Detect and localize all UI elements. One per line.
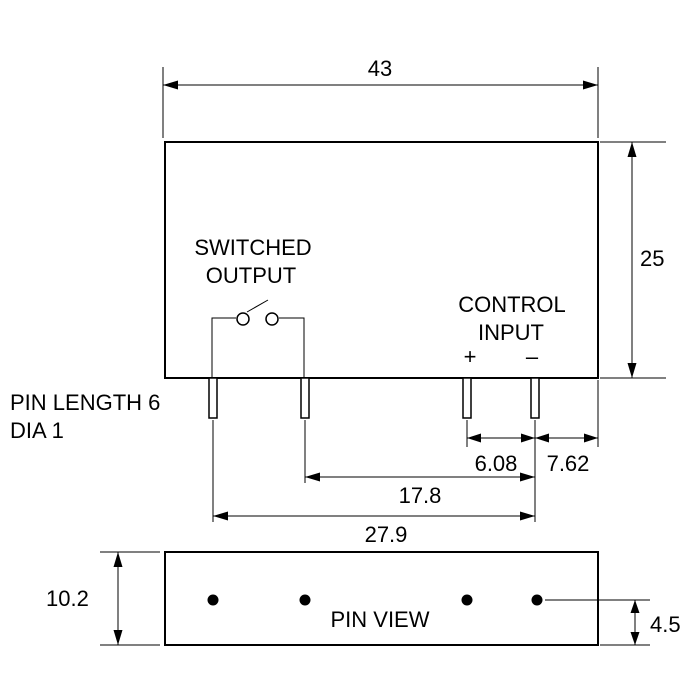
dimension-output-to-control: 17.8 bbox=[305, 472, 535, 508]
pin-view-outline bbox=[164, 551, 599, 646]
label-minus: – bbox=[526, 344, 539, 369]
dimension-pin-span: 27.9 bbox=[213, 511, 535, 547]
switch-contact-right bbox=[265, 312, 279, 326]
switch-contact-left bbox=[236, 312, 250, 326]
dimension-label-pin-row: 4.5 bbox=[650, 612, 681, 637]
label-plus: + bbox=[464, 344, 477, 369]
label-pin-view: PIN VIEW bbox=[330, 607, 429, 632]
dimension-pin-row-offset: 4.5 bbox=[545, 599, 681, 646]
dimension-edge-to-pin: 7.62 bbox=[535, 433, 598, 476]
pin-output-1 bbox=[208, 377, 218, 419]
arrowhead bbox=[113, 630, 123, 645]
pin-hole-4 bbox=[531, 594, 543, 606]
arrowhead bbox=[627, 363, 637, 378]
dimension-depth: 10.2 bbox=[46, 551, 160, 646]
dimension-label-width: 43 bbox=[368, 56, 392, 81]
arrowhead bbox=[584, 433, 598, 443]
label-input: INPUT bbox=[478, 320, 544, 345]
note-pin-length: PIN LENGTH 6 bbox=[10, 390, 160, 415]
arrowhead bbox=[467, 433, 481, 443]
arrowhead bbox=[521, 433, 535, 443]
dimension-label-depth: 10.2 bbox=[46, 586, 89, 611]
control-input-label: CONTROL INPUT + – bbox=[458, 292, 566, 369]
pin-output-2 bbox=[300, 377, 310, 419]
arrowhead bbox=[627, 142, 637, 157]
label-control: CONTROL bbox=[458, 292, 566, 317]
arrowhead bbox=[113, 552, 123, 567]
label-switched: SWITCHED bbox=[194, 235, 311, 260]
dimension-label-pitch: 6.08 bbox=[475, 451, 518, 476]
dimension-width: 43 bbox=[162, 56, 599, 138]
dimension-label-height: 25 bbox=[640, 246, 664, 271]
arrowhead bbox=[163, 80, 178, 90]
arrowhead bbox=[305, 472, 320, 482]
dimension-control-pitch: 6.08 bbox=[467, 433, 535, 476]
arrowhead bbox=[535, 433, 549, 443]
dimension-label-output-control: 17.8 bbox=[399, 483, 442, 508]
pin-view-holes bbox=[207, 594, 543, 606]
pin-hole-3 bbox=[461, 594, 473, 606]
dimension-label-span: 27.9 bbox=[365, 522, 408, 547]
switch-wire-right bbox=[279, 317, 305, 378]
label-output: OUTPUT bbox=[206, 263, 296, 288]
arrowhead bbox=[520, 472, 535, 482]
dimension-label-edge: 7.62 bbox=[547, 451, 590, 476]
relay-body-outline bbox=[164, 141, 599, 379]
pin-hole-1 bbox=[207, 594, 219, 606]
pin-control-minus bbox=[530, 377, 540, 419]
note-pin-dia: DIA 1 bbox=[10, 418, 64, 443]
switch-blade bbox=[246, 299, 269, 313]
arrowhead bbox=[630, 600, 640, 613]
arrowhead bbox=[213, 511, 228, 521]
dimension-height: 25 bbox=[600, 141, 666, 379]
pin-control-plus bbox=[462, 377, 472, 419]
pins bbox=[208, 377, 540, 419]
switch-wire-left bbox=[211, 317, 236, 378]
arrowhead bbox=[583, 80, 598, 90]
pin-hole-2 bbox=[299, 594, 311, 606]
arrowhead bbox=[520, 511, 535, 521]
switched-output-symbol: SWITCHED OUTPUT bbox=[194, 235, 312, 378]
arrowhead bbox=[630, 632, 640, 645]
